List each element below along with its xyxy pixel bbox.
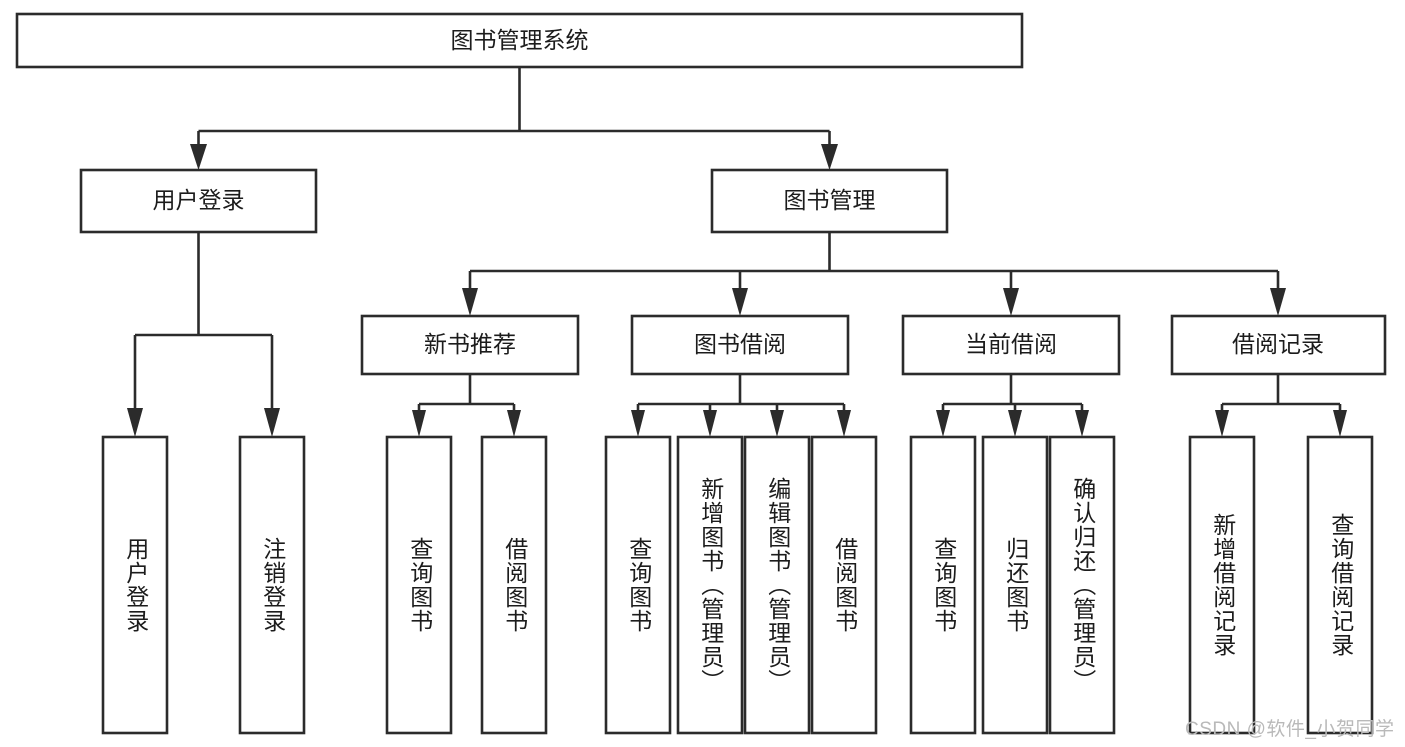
leaf-user-login-rect[interactable] (101, 435, 169, 735)
node-new-book-rec-label: 新书推荐 (424, 331, 516, 357)
arrow-head-book-borrow (732, 288, 748, 316)
arrow-head-leaf-borrow-book-1 (507, 410, 521, 437)
connector-group-borrow-record (1215, 374, 1347, 437)
connector-group-new-book-rec (412, 374, 521, 437)
node-root-rect[interactable] (15, 12, 1024, 69)
arrow-head-leaf-confirm-return (1075, 410, 1089, 437)
leaf-user-logout-rect[interactable] (238, 435, 306, 735)
arrow-head-leaf-return-book (1008, 410, 1022, 437)
node-current-borrow[interactable]: 当前借阅 (901, 314, 1121, 376)
arrow-head-leaf-borrow-book-2 (837, 410, 851, 437)
leaf-add-record-rect[interactable] (1188, 435, 1256, 735)
leaf-node-group (101, 435, 1374, 735)
node-borrow-record[interactable]: 借阅记录 (1170, 314, 1387, 376)
arrow-head-borrow-record (1270, 288, 1286, 316)
arrow-head-leaf-user-logout (264, 408, 280, 437)
connector-group-user-login (127, 232, 280, 437)
arrow-head-leaf-query-record (1333, 410, 1347, 437)
arrow-head-leaf-add-book (703, 410, 717, 437)
node-book-manage-label: 图书管理 (784, 187, 876, 213)
arrow-head-leaf-add-record (1215, 410, 1229, 437)
leaf-confirm-return-rect[interactable] (1048, 435, 1116, 735)
node-user-login-rect[interactable] (79, 168, 318, 234)
connector-group-book-manage (462, 232, 1286, 316)
node-borrow-record-rect[interactable] (1170, 314, 1387, 376)
leaf-borrow-book-2-rect[interactable] (810, 435, 878, 735)
node-root[interactable]: 图书管理系统 (15, 12, 1024, 69)
arrow-head-new-book-rec (462, 288, 478, 316)
leaf-add-book-rect[interactable] (676, 435, 744, 735)
arrow-head-book-manage (821, 144, 838, 170)
csdn-watermark: CSDN @软件_小贺同学 (1185, 719, 1395, 740)
leaf-query-book-1-rect[interactable] (385, 435, 453, 735)
arrow-head-current-borrow (1003, 288, 1019, 316)
node-user-login-label: 用户登录 (153, 187, 245, 213)
node-book-manage[interactable]: 图书管理 (710, 168, 949, 234)
arrow-head-leaf-query-book-1 (412, 410, 426, 437)
leaf-query-record-rect[interactable] (1306, 435, 1374, 735)
connector-group-root (190, 67, 838, 170)
connector-group-book-borrow (631, 374, 851, 437)
node-book-borrow[interactable]: 图书借阅 (630, 314, 850, 376)
node-book-manage-rect[interactable] (710, 168, 949, 234)
node-current-borrow-rect[interactable] (901, 314, 1121, 376)
arrow-head-leaf-query-book-3 (936, 410, 950, 437)
node-book-borrow-rect[interactable] (630, 314, 850, 376)
node-new-book-rec[interactable]: 新书推荐 (360, 314, 580, 376)
arrow-head-leaf-user-login (127, 408, 143, 437)
arrow-head-leaf-edit-book (770, 410, 784, 437)
leaf-edit-book-rect[interactable] (743, 435, 811, 735)
leaf-borrow-book-1-rect[interactable] (480, 435, 548, 735)
node-root-label: 图书管理系统 (451, 27, 589, 53)
node-borrow-record-label: 借阅记录 (1232, 331, 1324, 357)
node-current-borrow-label: 当前借阅 (965, 331, 1057, 357)
node-user-login[interactable]: 用户登录 (79, 168, 318, 234)
node-new-book-rec-rect[interactable] (360, 314, 580, 376)
leaf-return-book-rect[interactable] (981, 435, 1049, 735)
connector-group-current-borrow (936, 374, 1089, 437)
arrow-head-leaf-query-book-2 (631, 410, 645, 437)
leaf-query-book-2-rect[interactable] (604, 435, 672, 735)
arrow-head-user-login (190, 144, 207, 170)
leaf-query-book-3-rect[interactable] (909, 435, 977, 735)
node-book-borrow-label: 图书借阅 (694, 331, 786, 357)
